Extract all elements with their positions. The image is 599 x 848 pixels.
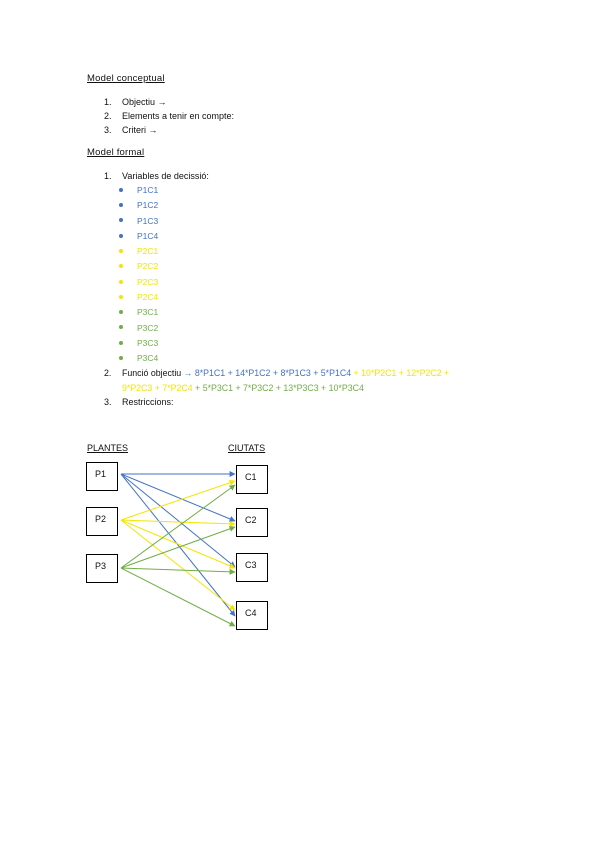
arrow-p2-c3 [120, 519, 236, 569]
arrow-p2-c2 [120, 519, 236, 527]
bullet-icon [119, 233, 123, 238]
restrictions-item: 3.Restriccions: [104, 397, 174, 407]
plant-box-p3: P3 [86, 554, 118, 583]
variable-item: P2C4 [119, 290, 158, 305]
bullet-icon [119, 310, 123, 315]
bullet-icon [119, 248, 123, 253]
arrow-p3-c2 [120, 526, 236, 569]
list-item: 2.Elements a tenir en compte: [104, 111, 235, 121]
ciutats-heading: CIUTATS [228, 443, 266, 453]
variable-item: P1C4 [119, 229, 158, 244]
bullet-icon [119, 356, 123, 361]
bullet-icon [119, 187, 123, 192]
model-formal-heading: Model formal [87, 147, 145, 158]
variable-item: P1C1 [119, 183, 158, 198]
arrow-p1-c2 [120, 473, 236, 522]
bullet-icon [119, 325, 123, 330]
variable-item: P1C2 [119, 198, 158, 213]
arrow-p2-c4 [120, 519, 236, 611]
bullet-icon [119, 218, 123, 223]
bullet-icon [119, 203, 123, 208]
arrow-p1-c3 [120, 473, 236, 568]
arrow-p3-c4 [120, 567, 236, 627]
city-box-c4: C4 [236, 601, 268, 630]
variable-item: P2C2 [119, 259, 158, 274]
model-conceptual-heading: Model conceptual [87, 73, 165, 84]
bullet-icon [119, 294, 123, 299]
plant-box-p2: P2 [86, 507, 118, 536]
city-box-c2: C2 [236, 508, 268, 537]
variable-item: P2C1 [119, 244, 158, 259]
arrow-p3-c1 [120, 484, 236, 569]
variable-item: P3C3 [119, 336, 158, 351]
city-box-c1: C1 [236, 465, 268, 494]
objective-function: 2.Funció objectiu → 8*P1C1 + 14*P1C2 + 8… [104, 368, 450, 393]
bullet-icon [119, 264, 123, 269]
plant-box-p1: P1 [86, 462, 118, 491]
variable-item: P1C3 [119, 214, 158, 229]
plantes-heading: PLANTES [87, 443, 129, 453]
bullet-icon [119, 340, 123, 345]
arrow-p3-c3 [120, 567, 236, 575]
variables-item: 1.Variables de decissió: [104, 171, 209, 181]
arrow-p2-c1 [120, 479, 236, 521]
variable-item: P3C2 [119, 321, 158, 336]
bullet-icon [119, 279, 123, 284]
list-item: 3.Criteri → [104, 125, 158, 135]
variables-list: P1C1 P1C2 P1C3 P1C4 P2C1 P2C2 P2C3 P2C4 … [119, 183, 158, 367]
variable-item: P2C3 [119, 275, 158, 290]
model-conceptual-list: 1.Objectiu → 2.Elements a tenir en compt… [104, 95, 234, 137]
arrow-p1-c4 [120, 473, 236, 617]
variable-item: P3C4 [119, 351, 158, 366]
variable-item: P3C1 [119, 305, 158, 320]
city-box-c3: C3 [236, 553, 268, 582]
list-item: 1.Objectiu → [104, 97, 167, 107]
